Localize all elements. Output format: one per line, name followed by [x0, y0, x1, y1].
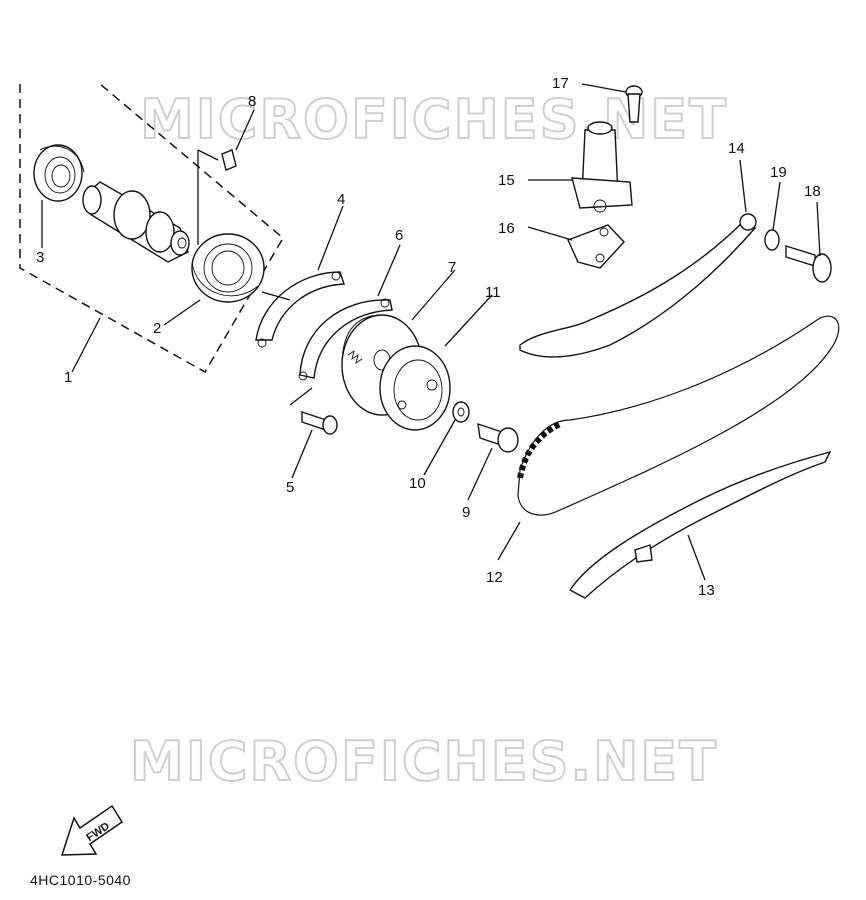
callout-14: 14	[728, 140, 745, 157]
camshaft-part	[82, 181, 190, 263]
sprocket-bolt-part	[477, 422, 519, 453]
washer-part	[452, 401, 470, 423]
callout-4: 4	[337, 191, 345, 208]
callout-18: 18	[804, 183, 821, 200]
chain-guide-lower-part	[568, 450, 832, 599]
callout-7: 7	[448, 259, 456, 276]
dowel-pin-part	[197, 149, 237, 245]
callout-3: 3	[36, 249, 44, 266]
callout-5: 5	[286, 479, 294, 496]
leader-lines	[41, 83, 821, 581]
retainer-plate-part	[255, 271, 345, 348]
callout-17: 17	[552, 75, 569, 92]
forward-arrow-icon: FWD	[60, 804, 124, 856]
o-ring-part	[764, 229, 780, 251]
bearing-left-part	[33, 144, 85, 202]
callout-16: 16	[498, 220, 515, 237]
tensioner-gasket-part	[567, 224, 625, 269]
callout-2: 2	[153, 320, 161, 337]
callout-19: 19	[770, 164, 787, 181]
callout-10: 10	[409, 475, 426, 492]
plate-bolt-part	[289, 387, 338, 435]
callout-8: 8	[248, 93, 256, 110]
gasket-plate-part	[298, 298, 393, 381]
callout-13: 13	[698, 582, 715, 599]
callout-6: 6	[395, 227, 403, 244]
diagram-code: 4HC1010-5040	[30, 872, 131, 888]
sprocket-cover-part	[379, 345, 451, 431]
callout-1: 1	[64, 369, 72, 386]
watermark-bottom: MICROFICHES.NET	[130, 730, 718, 793]
callout-9: 9	[462, 504, 470, 521]
guide-bolt-part	[785, 245, 832, 283]
chain-tensioner-part	[571, 121, 633, 213]
bearing-right-part	[191, 233, 265, 303]
camshaft-assembly-box	[19, 83, 284, 374]
tensioner-bolt-part	[625, 85, 643, 123]
callout-15: 15	[498, 172, 515, 189]
callout-12: 12	[486, 569, 503, 586]
chain-guide-upper-part	[519, 213, 757, 358]
callout-11: 11	[485, 284, 501, 301]
cam-chain-part	[517, 315, 840, 516]
